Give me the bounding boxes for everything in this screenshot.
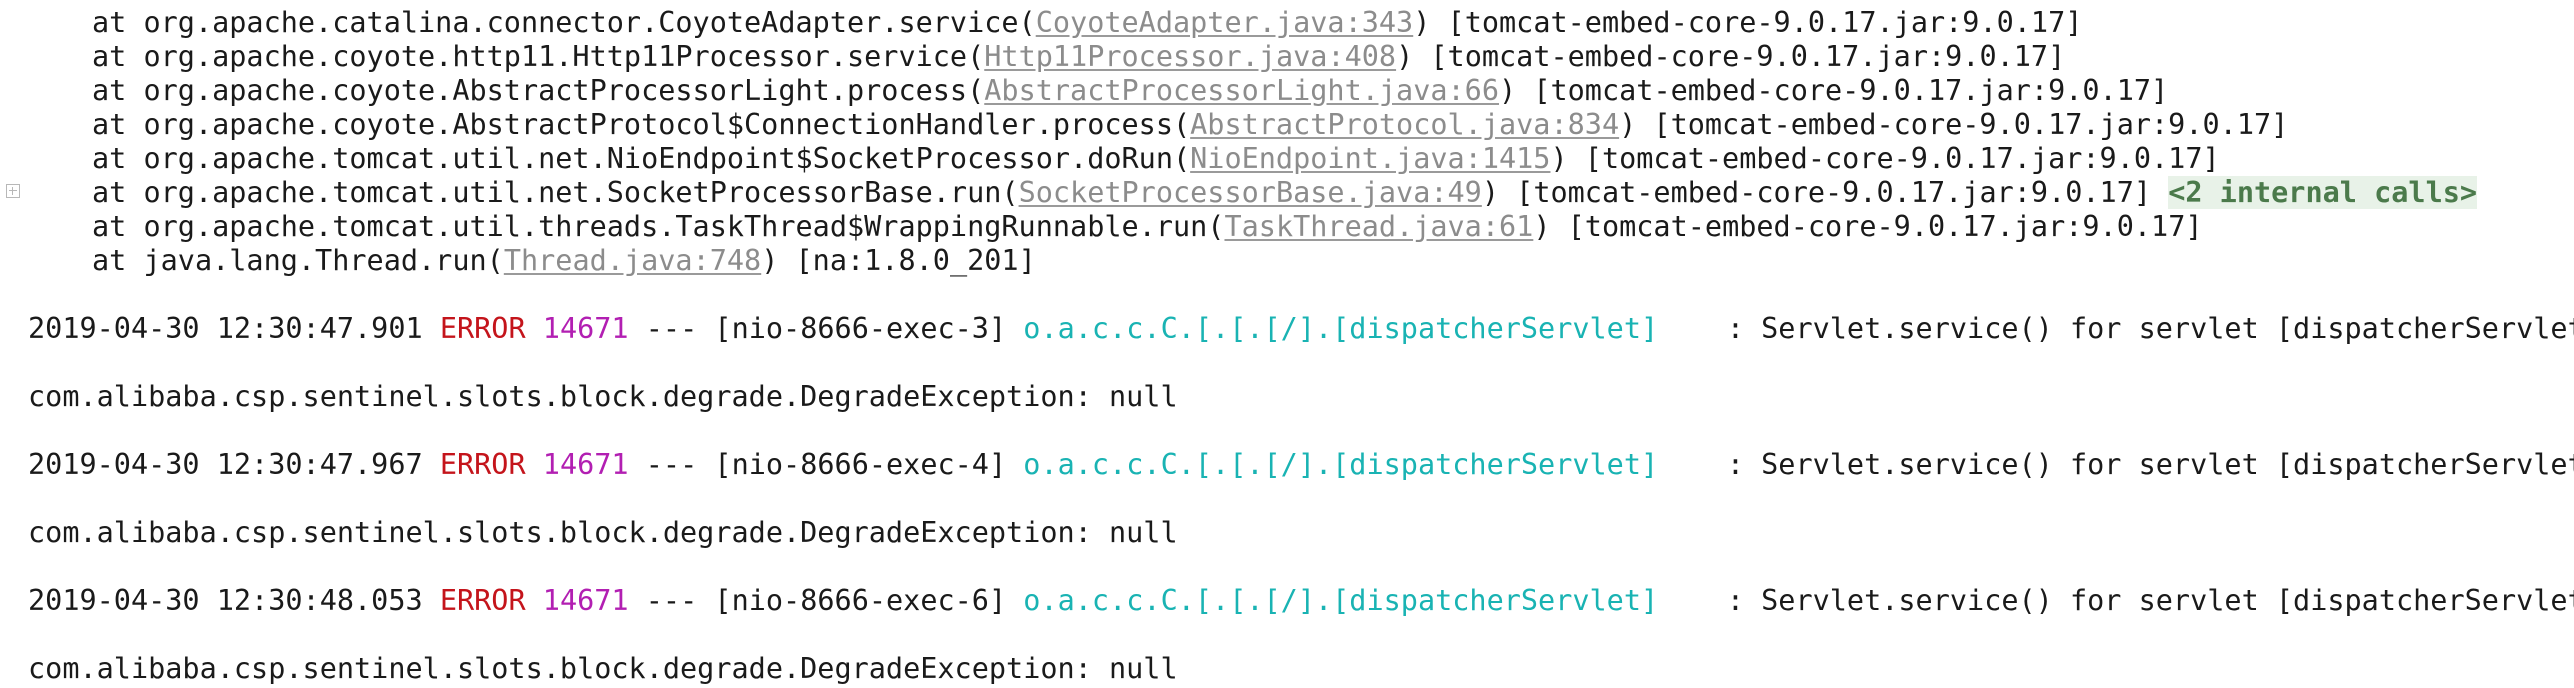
log-level: ERROR — [439, 312, 526, 345]
log-message: : Servlet.service() for servlet [dispatc… — [1726, 584, 2574, 617]
log-logger: o.a.c.c.C.[.[.[/].[dispatcherServlet] — [1023, 312, 1659, 345]
source-link[interactable]: NioEndpoint.java:1415 — [1190, 142, 1551, 175]
jar-info: ) [na:1.8.0_201] — [761, 244, 1036, 277]
source-link[interactable]: AbstractProcessorLight.java:66 — [984, 74, 1500, 107]
log-logger: o.a.c.c.C.[.[.[/].[dispatcherServlet] — [1023, 448, 1659, 481]
log-thread: [nio-8666-exec-6] — [714, 584, 1007, 617]
source-link[interactable]: SocketProcessorBase.java:49 — [1018, 176, 1482, 209]
exception-line: com.alibaba.csp.sentinel.slots.block.deg… — [28, 652, 1178, 686]
log-thread: [nio-8666-exec-3] — [714, 312, 1007, 345]
log-pid: 14671 — [542, 584, 629, 617]
source-link[interactable]: AbstractProtocol.java:834 — [1190, 108, 1620, 141]
log-timestamp: 2019-04-30 12:30:47.901 — [28, 312, 423, 345]
stack-frame-text: at org.apache.catalina.connector.CoyoteA… — [92, 6, 1036, 39]
exception-line: com.alibaba.csp.sentinel.slots.block.deg… — [28, 380, 1178, 414]
jar-info: ) [tomcat-embed-core-9.0.17.jar:9.0.17] — [1413, 6, 2083, 39]
log-pid: 14671 — [542, 448, 629, 481]
stack-frame-text: at org.apache.coyote.http11.Http11Proces… — [92, 40, 985, 73]
stack-trace-line: at org.apache.tomcat.util.net.SocketProc… — [92, 176, 2478, 210]
log-separator: --- — [645, 448, 698, 481]
jar-info: ) [tomcat-embed-core-9.0.17.jar:9.0.17] — [1619, 108, 2289, 141]
expand-fold-icon[interactable] — [6, 184, 20, 198]
stack-frame-text: at org.apache.tomcat.util.net.SocketProc… — [92, 176, 1019, 209]
log-message: : Servlet.service() for servlet [dispatc… — [1726, 312, 2574, 345]
source-link[interactable]: CoyoteAdapter.java:343 — [1035, 6, 1414, 39]
internal-calls-toggle[interactable]: <2 internal calls> — [2168, 176, 2478, 209]
log-message: : Servlet.service() for servlet [dispatc… — [1726, 448, 2574, 481]
log-timestamp: 2019-04-30 12:30:48.053 — [28, 584, 423, 617]
stack-trace-line: at org.apache.coyote.http11.Http11Proces… — [92, 40, 2065, 74]
log-line: 2019-04-30 12:30:47.901 ERROR 14671 --- … — [28, 312, 2574, 346]
stack-frame-text: at org.apache.coyote.AbstractProtocol$Co… — [92, 108, 1191, 141]
stack-frame-text: at org.apache.coyote.AbstractProcessorLi… — [92, 74, 985, 107]
log-separator: --- — [645, 312, 698, 345]
source-link[interactable]: Http11Processor.java:408 — [984, 40, 1397, 73]
log-separator: --- — [645, 584, 698, 617]
stack-frame-text: at org.apache.tomcat.util.threads.TaskTh… — [92, 210, 1225, 243]
stack-trace-line: at java.lang.Thread.run(Thread.java:748)… — [92, 244, 1036, 278]
log-logger: o.a.c.c.C.[.[.[/].[dispatcherServlet] — [1023, 584, 1659, 617]
exception-text: com.alibaba.csp.sentinel.slots.block.deg… — [28, 516, 1178, 549]
log-level: ERROR — [439, 584, 526, 617]
stack-trace-line: at org.apache.tomcat.util.threads.TaskTh… — [92, 210, 2203, 244]
log-line: 2019-04-30 12:30:47.967 ERROR 14671 --- … — [28, 448, 2574, 482]
exception-text: com.alibaba.csp.sentinel.slots.block.deg… — [28, 380, 1178, 413]
source-link[interactable]: TaskThread.java:61 — [1224, 210, 1534, 243]
stack-trace-line: at org.apache.coyote.AbstractProtocol$Co… — [92, 108, 2288, 142]
source-link[interactable]: Thread.java:748 — [503, 244, 762, 277]
log-pid: 14671 — [542, 312, 629, 345]
jar-info: ) [tomcat-embed-core-9.0.17.jar:9.0.17] — [1550, 142, 2220, 175]
log-level: ERROR — [439, 448, 526, 481]
stack-trace-line: at org.apache.tomcat.util.net.NioEndpoin… — [92, 142, 2220, 176]
log-thread: [nio-8666-exec-4] — [714, 448, 1007, 481]
jar-info: ) [tomcat-embed-core-9.0.17.jar:9.0.17] — [1396, 40, 2066, 73]
stack-trace-line: at org.apache.coyote.AbstractProcessorLi… — [92, 74, 2168, 108]
jar-info: ) [tomcat-embed-core-9.0.17.jar:9.0.17] — [1533, 210, 2203, 243]
log-line: 2019-04-30 12:30:48.053 ERROR 14671 --- … — [28, 584, 2574, 618]
exception-line: com.alibaba.csp.sentinel.slots.block.deg… — [28, 516, 1178, 550]
log-timestamp: 2019-04-30 12:30:47.967 — [28, 448, 423, 481]
jar-info: ) [tomcat-embed-core-9.0.17.jar:9.0.17] — [1481, 176, 2169, 209]
jar-info: ) [tomcat-embed-core-9.0.17.jar:9.0.17] — [1499, 74, 2169, 107]
stack-frame-text: at java.lang.Thread.run( — [92, 244, 504, 277]
stack-trace-line: at org.apache.catalina.connector.CoyoteA… — [92, 6, 2082, 40]
stack-frame-text: at org.apache.tomcat.util.net.NioEndpoin… — [92, 142, 1191, 175]
exception-text: com.alibaba.csp.sentinel.slots.block.deg… — [28, 652, 1178, 685]
